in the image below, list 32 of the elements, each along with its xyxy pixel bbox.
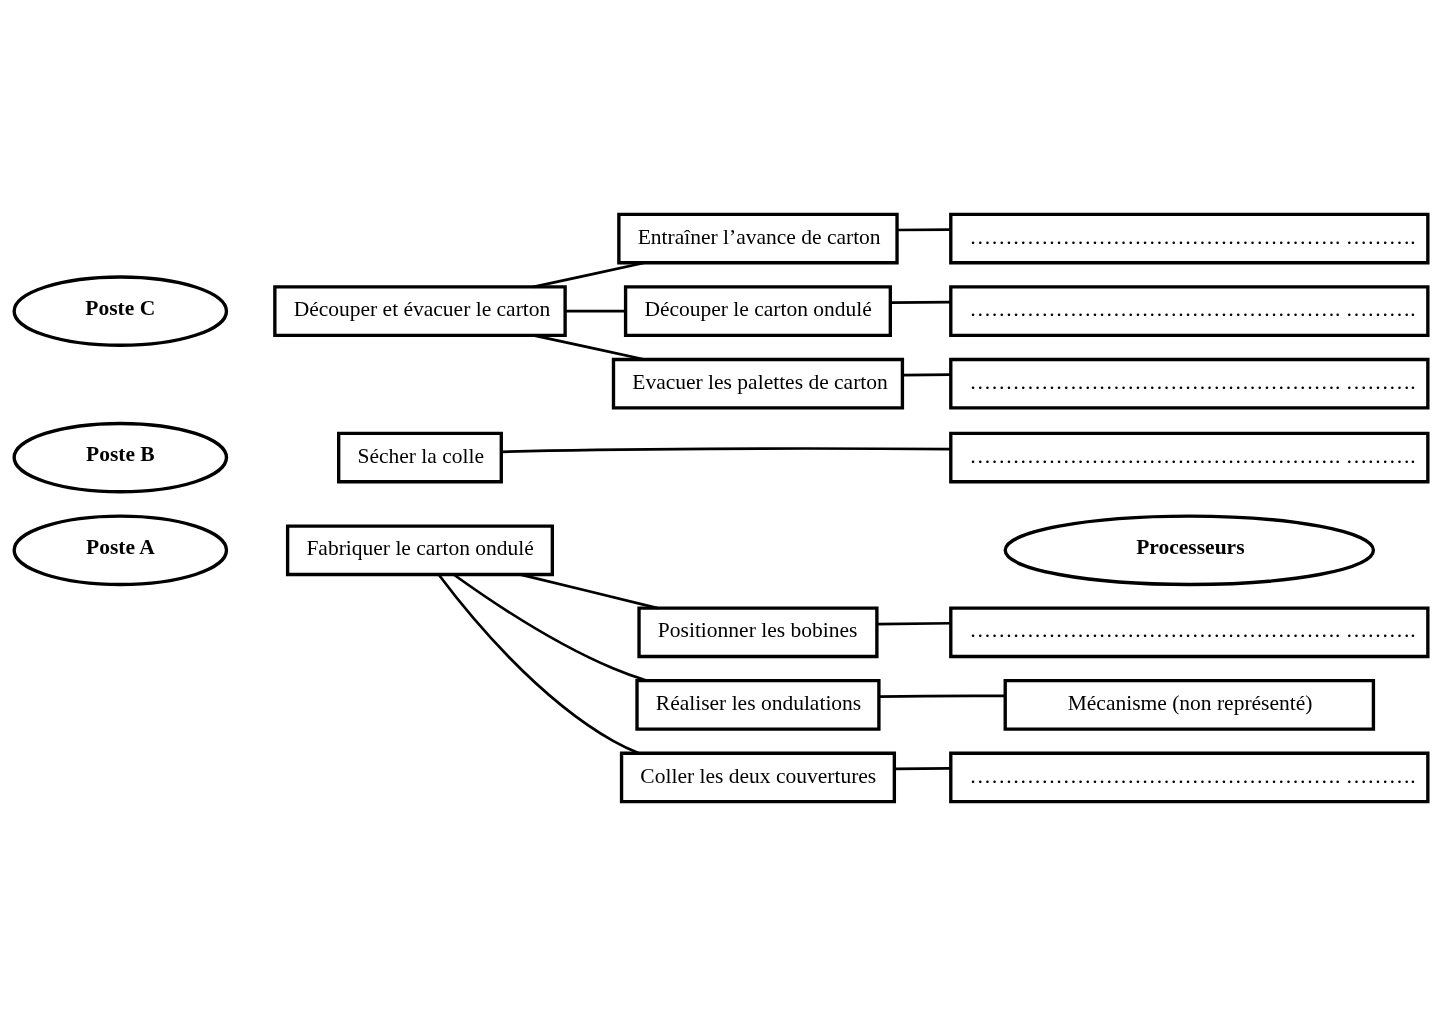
node-box: Mécanisme (non représenté): [1003, 678, 1376, 731]
connector: [453, 573, 647, 682]
connector: [437, 573, 640, 754]
node-box: Coller les deux couvertures: [619, 751, 897, 803]
node-box: ……………………………………………. ……….: [949, 431, 1430, 483]
node-box: Entraîner l’avance de carton: [617, 212, 899, 264]
node-ellipse: Processeurs: [1003, 514, 1376, 586]
node-box: Fabriquer le carton ondulé: [285, 523, 555, 576]
connector: [501, 446, 951, 453]
connector: [902, 372, 951, 376]
node-box: Positionner les bobines: [637, 605, 879, 658]
node-box: ……………………………………………. ……….: [949, 605, 1430, 658]
node-ellipse: Poste B: [12, 421, 229, 493]
node-ellipse: Poste A: [12, 514, 229, 586]
connector: [565, 309, 626, 312]
node-ellipse: Poste C: [12, 274, 229, 347]
node-box: ……………………………………………. ……….: [949, 751, 1430, 803]
node-box: Sécher la colle: [337, 431, 503, 483]
connector: [890, 300, 951, 304]
connector: [894, 766, 951, 770]
connector: [876, 621, 951, 625]
connector: [520, 572, 658, 609]
node-box: ……………………………………………. ……….: [949, 212, 1430, 264]
connector: [879, 693, 1006, 698]
node-box: ……………………………………………. ……….: [949, 357, 1430, 410]
node-box: Découper le carton ondulé: [623, 284, 892, 337]
node-box: ……………………………………………. ……….: [949, 284, 1430, 337]
node-box: Réaliser les ondulations: [635, 678, 881, 731]
connector: [897, 227, 951, 231]
node-box: Evacuer les palettes de carton: [611, 357, 905, 410]
connector: [533, 261, 645, 288]
node-box: Découper et évacuer le carton: [273, 284, 567, 337]
